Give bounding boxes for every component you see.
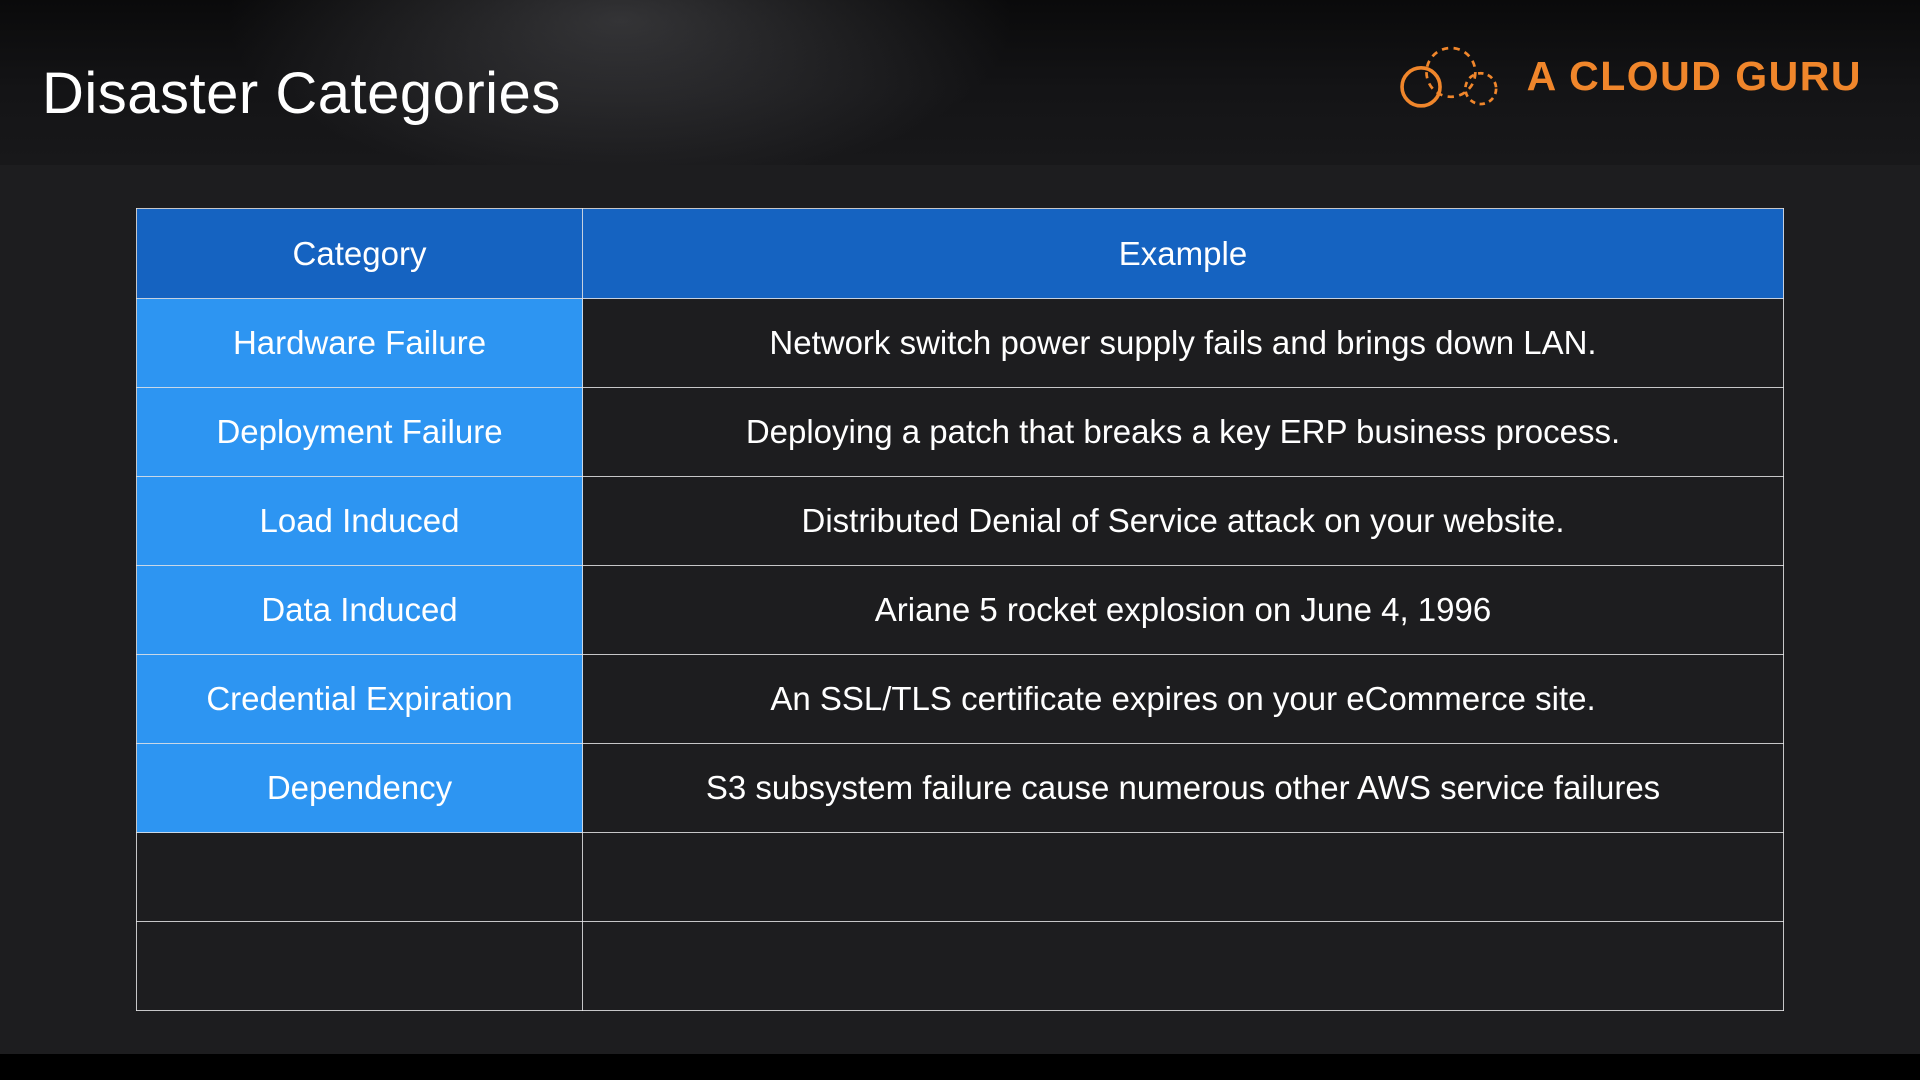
header-band: Disaster Categories A CLOUD GURU	[0, 0, 1920, 165]
category-cell: Dependency	[136, 743, 583, 833]
table-header-row: Category Example	[136, 208, 1784, 299]
header-cell-category: Category	[136, 208, 583, 299]
table-row-empty	[136, 832, 1784, 922]
brand-logo: A CLOUD GURU	[1391, 38, 1862, 114]
category-cell: Load Induced	[136, 476, 583, 566]
table-row: Hardware Failure Network switch power su…	[136, 298, 1784, 388]
example-cell	[582, 832, 1784, 922]
table-row: Dependency S3 subsystem failure cause nu…	[136, 743, 1784, 833]
table-row: Data Induced Ariane 5 rocket explosion o…	[136, 565, 1784, 655]
brand-name: A CLOUD GURU	[1526, 52, 1862, 99]
table-row: Deployment Failure Deploying a patch tha…	[136, 387, 1784, 477]
table-row-empty	[136, 921, 1784, 1011]
category-cell: Data Induced	[136, 565, 583, 655]
category-cell	[136, 832, 583, 922]
category-cell: Deployment Failure	[136, 387, 583, 477]
slide-title: Disaster Categories	[42, 61, 561, 126]
example-cell: Network switch power supply fails and br…	[582, 298, 1784, 388]
category-cell: Credential Expiration	[136, 654, 583, 744]
bottom-letterbox-bar	[0, 1054, 1920, 1080]
example-cell: Deploying a patch that breaks a key ERP …	[582, 387, 1784, 477]
example-cell: Ariane 5 rocket explosion on June 4, 199…	[582, 565, 1784, 655]
example-cell	[582, 921, 1784, 1011]
example-cell: Distributed Denial of Service attack on …	[582, 476, 1784, 566]
cloud-icon	[1391, 38, 1509, 114]
category-cell: Hardware Failure	[136, 298, 583, 388]
disaster-categories-table: Category Example Hardware Failure Networ…	[136, 208, 1784, 1011]
category-cell	[136, 921, 583, 1011]
example-cell: An SSL/TLS certificate expires on your e…	[582, 654, 1784, 744]
example-cell: S3 subsystem failure cause numerous othe…	[582, 743, 1784, 833]
table-row: Credential Expiration An SSL/TLS certifi…	[136, 654, 1784, 744]
header-cell-example: Example	[582, 208, 1784, 299]
table-row: Load Induced Distributed Denial of Servi…	[136, 476, 1784, 566]
